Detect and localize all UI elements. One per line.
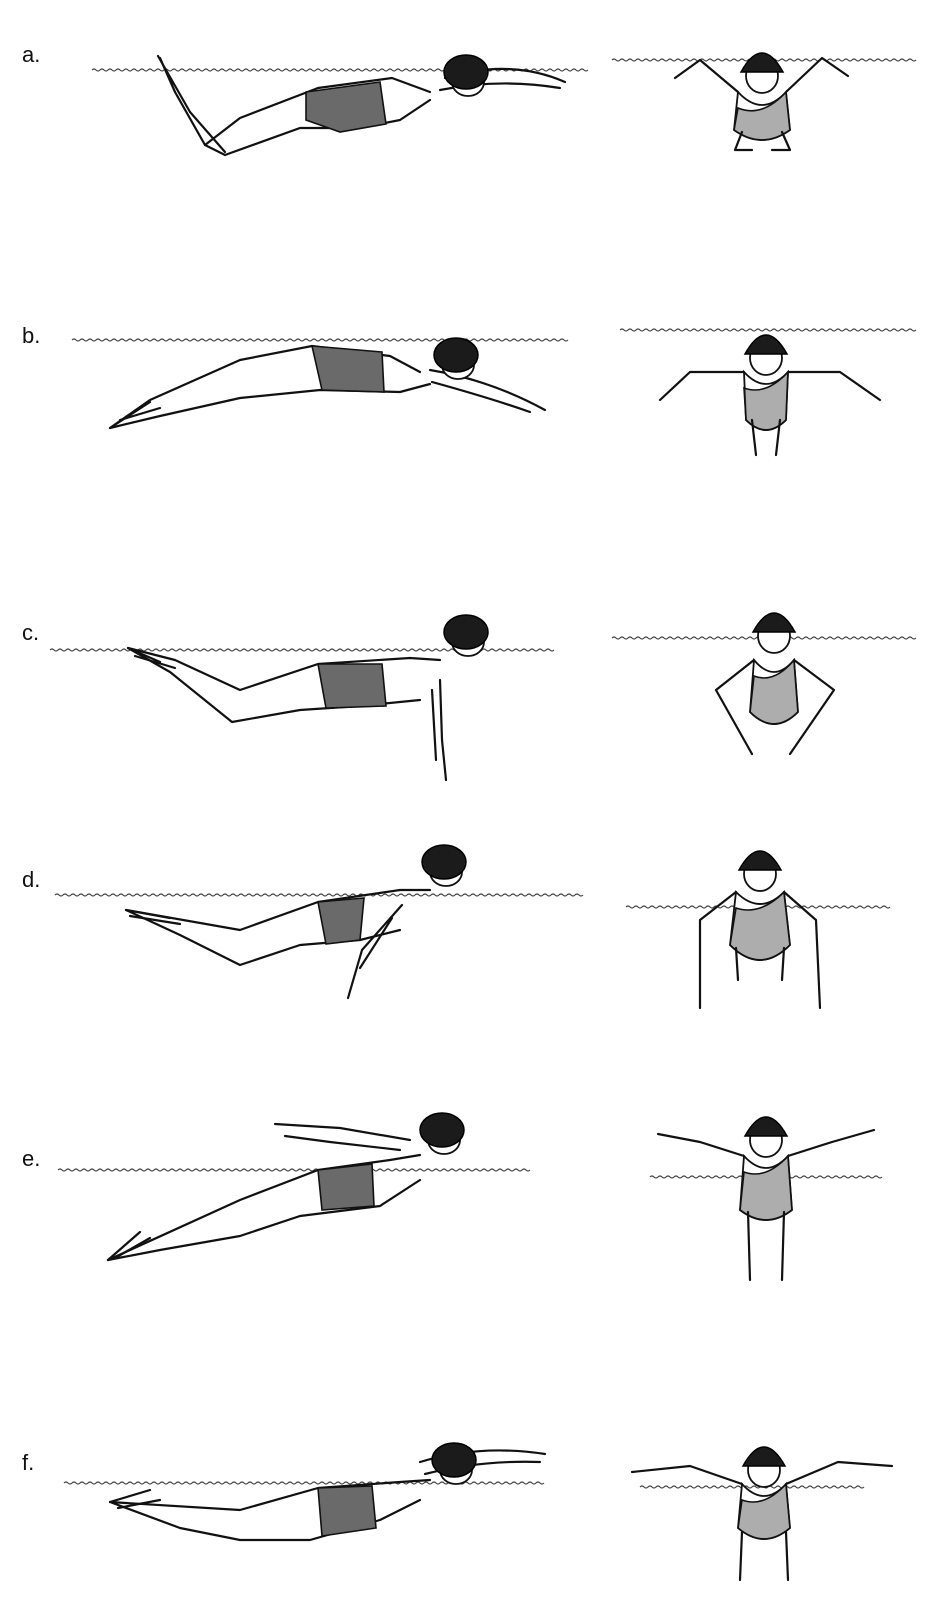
front-view-swimmer xyxy=(630,1446,894,1582)
swimmer-legs xyxy=(734,946,786,982)
swimmer-arms xyxy=(714,658,836,756)
swimmer-arm xyxy=(273,1122,412,1152)
swimmer-arms xyxy=(630,1460,894,1486)
swim-cap xyxy=(743,1116,789,1137)
swimsuit xyxy=(317,1485,377,1537)
swimsuit xyxy=(317,897,365,945)
water-surface-line xyxy=(91,68,589,72)
swim-cap xyxy=(443,54,489,90)
swimmer-legs xyxy=(750,418,782,457)
stroke-phase-row: a. xyxy=(22,42,917,157)
swimmer-body-outline xyxy=(108,1478,432,1542)
water-surface-line xyxy=(57,1168,531,1172)
front-view-swimmer xyxy=(658,334,882,457)
phase-label: f. xyxy=(22,1450,34,1475)
front-view-swimmer xyxy=(714,612,836,756)
water-surface-line xyxy=(54,893,584,897)
water-surface-line xyxy=(71,338,569,342)
stroke-phase-row: e. xyxy=(22,1112,883,1282)
swimsuit xyxy=(729,890,791,961)
front-view-swimmer xyxy=(656,1116,876,1282)
swimmer-legs xyxy=(746,1210,786,1282)
swimmer-arm xyxy=(430,678,448,782)
swim-cap xyxy=(443,614,489,650)
swimmer-arm xyxy=(346,903,404,1000)
stroke-phase-row: f. xyxy=(22,1442,894,1582)
phase-label: b. xyxy=(22,323,40,348)
phase-label: d. xyxy=(22,867,40,892)
swimmer-arm xyxy=(428,368,547,414)
side-view-swimmer xyxy=(108,1442,547,1542)
swimsuit xyxy=(317,1163,375,1211)
side-view-swimmer xyxy=(124,844,467,1000)
swimmer-arms xyxy=(698,890,822,1010)
side-view-swimmer xyxy=(106,1112,465,1262)
swim-cap xyxy=(419,1112,465,1148)
water-surface-line xyxy=(619,328,917,332)
phase-label: e. xyxy=(22,1146,40,1171)
swim-cap xyxy=(421,844,467,880)
swimmer-feet xyxy=(108,400,162,430)
swim-cap xyxy=(741,1446,787,1467)
swimsuit xyxy=(305,81,387,133)
front-view-swimmer xyxy=(673,52,850,152)
swim-cap xyxy=(743,334,789,355)
swim-cap xyxy=(737,850,783,871)
swimsuit xyxy=(317,663,387,709)
swimsuit xyxy=(310,345,385,393)
swimsuit xyxy=(743,369,789,431)
water-surface-line xyxy=(63,1481,545,1485)
swimmer-arms xyxy=(658,370,882,402)
swim-cap xyxy=(431,1442,477,1478)
stroke-phase-row: b. xyxy=(22,323,917,457)
swimsuit xyxy=(749,657,799,725)
swimmer-arms xyxy=(673,56,850,94)
swimmer-legs xyxy=(733,130,792,152)
stroke-phase-row: d. xyxy=(22,844,891,1010)
water-surface-line xyxy=(639,1485,865,1489)
swimsuit xyxy=(739,1154,793,1221)
swimmer-arms xyxy=(656,1128,876,1158)
front-view-swimmer xyxy=(698,850,822,1010)
swimmer-body-outline xyxy=(124,888,432,967)
swim-cap xyxy=(751,612,797,633)
side-view-swimmer xyxy=(108,337,547,430)
stroke-phase-row: c. xyxy=(22,612,917,782)
swim-cap xyxy=(739,52,785,73)
swim-cap xyxy=(433,337,479,373)
swimmer-body-outline xyxy=(126,646,442,724)
side-view-swimmer xyxy=(126,614,489,782)
phase-label: a. xyxy=(22,42,40,67)
swimsuit xyxy=(737,1482,791,1540)
swimmer-legs xyxy=(738,1530,790,1582)
swimsuit xyxy=(733,90,791,141)
side-view-swimmer xyxy=(156,54,567,157)
phase-label: c. xyxy=(22,620,39,645)
swimmer-body-outline xyxy=(106,1153,422,1262)
